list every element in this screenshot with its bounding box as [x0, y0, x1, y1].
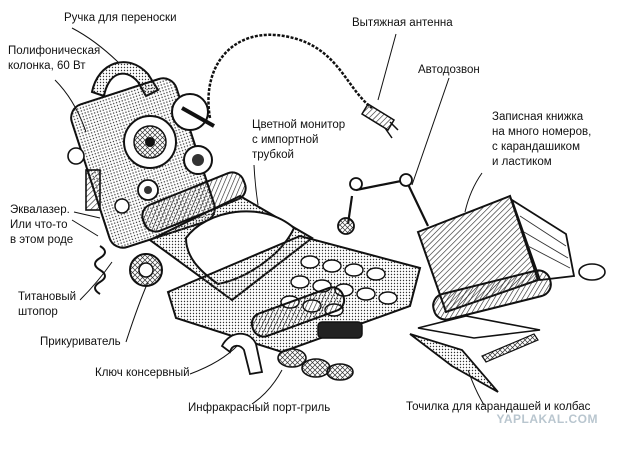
label-equalizer: Эквалазер. Или что-то в этом роде	[10, 204, 74, 246]
label-monitor: Цветной монитор с импортной трубкой	[252, 119, 346, 161]
front-roller	[250, 286, 346, 338]
label-corkscrew: Титановый штопор	[18, 291, 77, 318]
corkscrew	[94, 245, 106, 295]
eraser	[578, 263, 606, 281]
sharpener-blade	[409, 333, 499, 393]
label-ir-port: Инфракрасный порт-гриль	[188, 402, 331, 414]
antenna-clip	[360, 102, 396, 132]
equalizer-knobs	[67, 147, 101, 211]
watermark: YAPLAKAL.COM	[496, 412, 598, 426]
label-lighter: Прикуриватель	[40, 336, 121, 348]
antenna-cable	[207, 33, 373, 119]
label-can-opener: Ключ консервный	[95, 367, 190, 379]
label-autodial: Автодозвон	[418, 64, 480, 76]
grill-sausages	[277, 348, 354, 381]
can-opener	[220, 332, 264, 376]
label-speaker: Полифоническая колонка, 60 Вт	[8, 45, 101, 72]
right-roller	[432, 269, 552, 321]
pencil	[481, 333, 539, 363]
label-handle: Ручка для переноски	[64, 12, 177, 24]
label-notebook: Записная книжка на много номеров, с кара…	[492, 111, 592, 168]
label-sharpener: Точилка для карандашей и колбас	[406, 401, 591, 413]
ir-port-window	[317, 321, 363, 339]
label-antenna: Вытяжная антенна	[352, 17, 453, 29]
autodial-tip	[337, 217, 355, 235]
